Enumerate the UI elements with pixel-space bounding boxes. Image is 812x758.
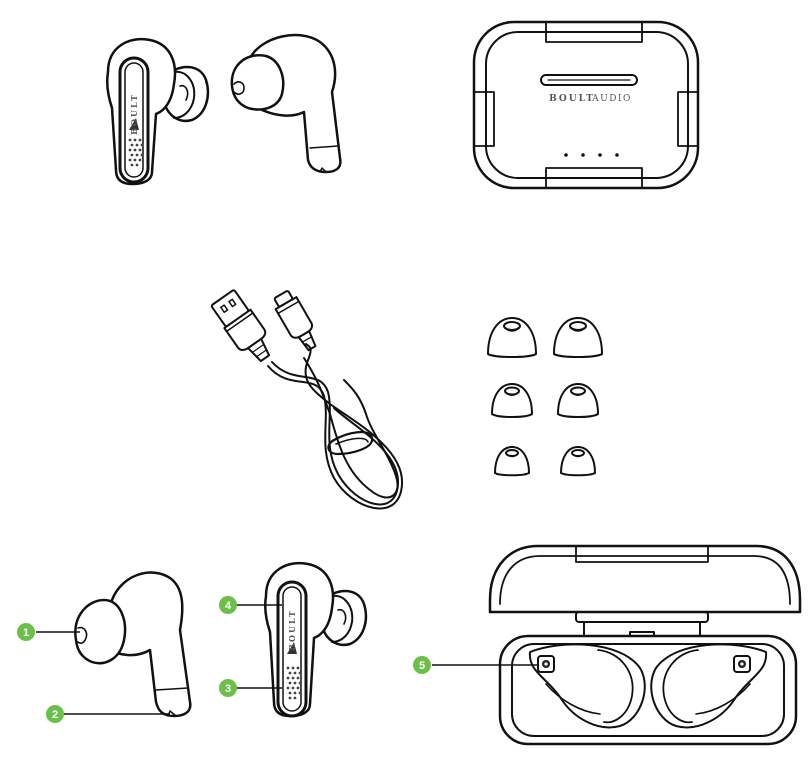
earbud-brand-text-2: BOULT (287, 609, 297, 651)
earbud-back-icon: BOULT (105, 37, 210, 186)
svg-text:2: 2 (52, 709, 58, 721)
svg-text:3: 3 (225, 683, 231, 695)
case-brand-subtext: AUDIO (591, 94, 632, 104)
callout-1: 1 (17, 623, 35, 641)
svg-text:1: 1 (23, 627, 29, 639)
earbud-stem-labeled: BOULT (263, 561, 368, 718)
earbud-brand-text: BOULT (129, 93, 139, 135)
earbud-side-labeled (74, 571, 192, 718)
ear-tip-icon (487, 317, 537, 358)
svg-text:5: 5 (419, 660, 425, 672)
callout-leaders (36, 604, 538, 715)
usb-cable-icon (210, 289, 404, 510)
ear-tips-group (487, 317, 603, 477)
case-brand-text: BOULT (549, 94, 595, 104)
earbud-front-icon (230, 33, 342, 174)
ear-tip-icon (491, 383, 533, 418)
callout-5: 5 (413, 656, 431, 674)
svg-text:4: 4 (225, 600, 232, 612)
ear-tip-icon (494, 446, 530, 477)
callout-2: 2 (46, 705, 64, 723)
callout-3: 3 (219, 679, 237, 697)
ear-tip-icon (553, 317, 603, 358)
open-case-icon (488, 544, 802, 746)
charging-case-icon: BOULT AUDIO (472, 20, 700, 190)
ear-tip-icon (557, 383, 599, 418)
ear-tip-icon (560, 446, 596, 477)
callout-4: 4 (219, 596, 237, 614)
